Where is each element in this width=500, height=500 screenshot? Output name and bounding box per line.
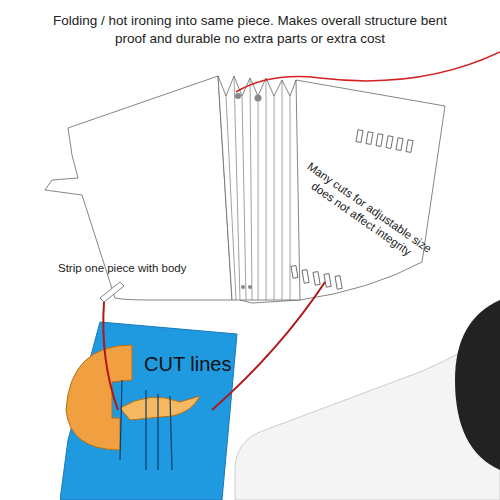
cut-line (157, 394, 158, 470)
blue-sheet (60, 322, 237, 500)
sheet-shape (60, 320, 240, 500)
node-label: CUT lines (144, 353, 231, 376)
orange-strip (120, 396, 200, 420)
fold-lines (226, 76, 290, 300)
strip (100, 282, 124, 302)
cut-sheet: CUT lines (60, 320, 240, 500)
iron-handle (455, 300, 500, 470)
folded-piece (45, 76, 445, 303)
note-text: Strip one piece with body (58, 262, 218, 276)
cut-line (170, 396, 172, 470)
cut-line (120, 380, 122, 460)
rivets (235, 93, 262, 289)
note-text: Folding / hot ironing into same piece. M… (40, 12, 460, 47)
cut-line (145, 390, 146, 470)
accordion-folds (218, 76, 300, 300)
left-panel (45, 76, 232, 300)
leader-line (236, 52, 500, 92)
